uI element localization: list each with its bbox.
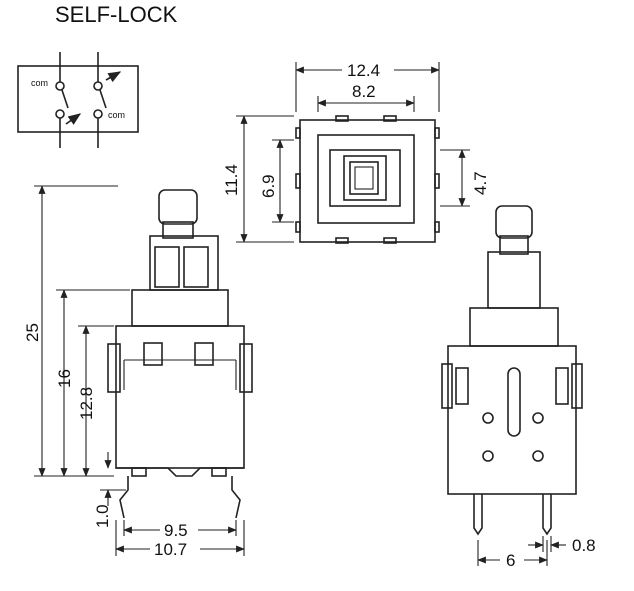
dim-height-12-8: 12.8 <box>77 387 96 420</box>
dim-top-width-outer: 12.4 <box>347 61 380 80</box>
com-label-right: com <box>108 110 125 120</box>
dim-pin-spacing: 9.5 <box>164 521 188 540</box>
dim-top-width-inner: 8.2 <box>352 82 376 101</box>
dim-pin-pitch: 6 <box>506 551 515 570</box>
dim-right-height: 4.7 <box>471 171 490 195</box>
front-view: 25 16 12.8 1.0 9.5 10.7 <box>23 185 253 559</box>
dim-pin-width: 0.8 <box>572 536 596 555</box>
title: SELF-LOCK <box>55 2 178 27</box>
dim-base-width: 10.7 <box>154 540 187 559</box>
dim-top-height-inner: 6.9 <box>259 174 278 198</box>
top-view: 12.4 8.2 11.4 6.9 4.7 <box>222 61 490 244</box>
com-label-left: com <box>31 78 48 88</box>
dim-top-height-outer: 11.4 <box>222 164 241 196</box>
dim-pin-gap: 1.0 <box>93 504 112 528</box>
side-view: 6 0.8 <box>441 205 596 570</box>
switch-schematic: com com <box>17 52 139 148</box>
dim-height-16: 16 <box>55 369 74 388</box>
dim-total-height: 25 <box>23 323 42 342</box>
